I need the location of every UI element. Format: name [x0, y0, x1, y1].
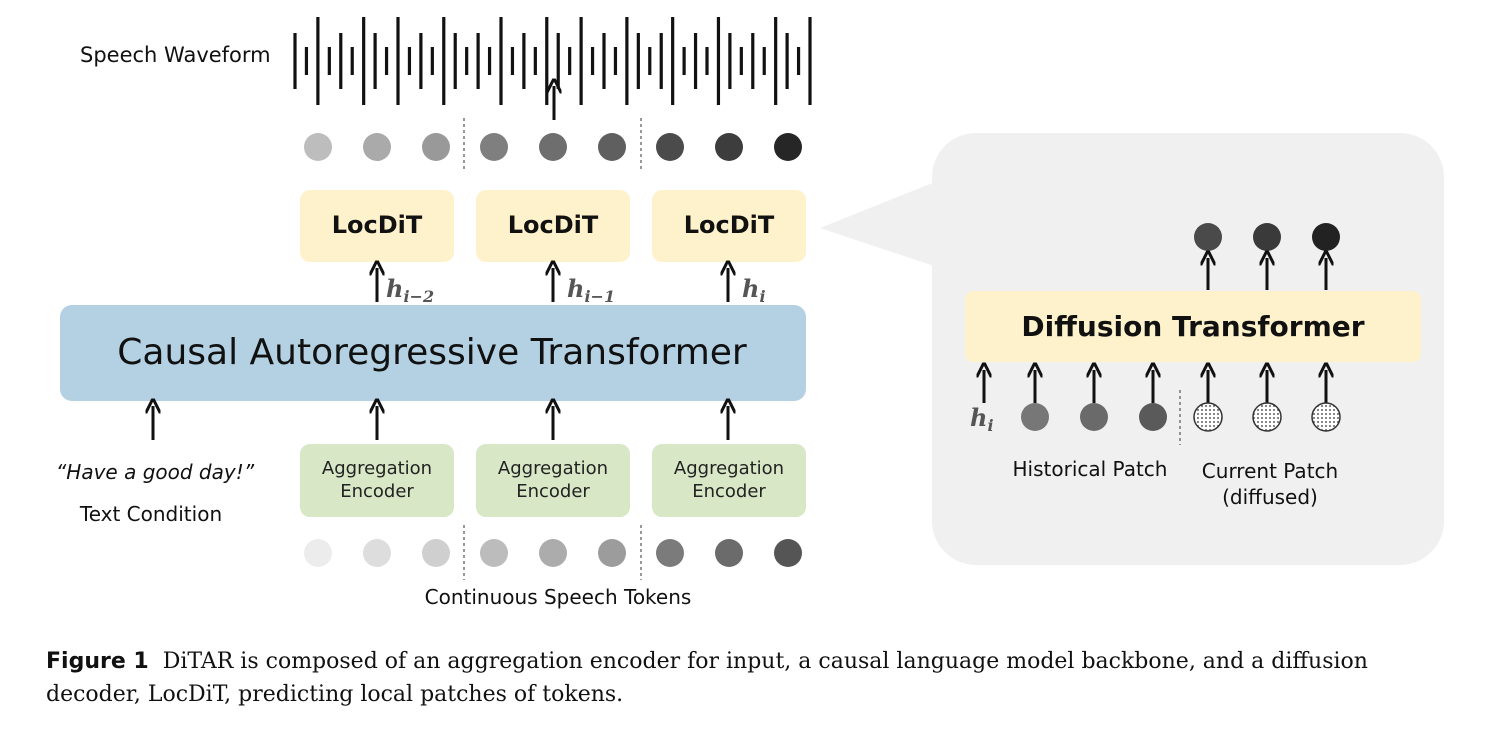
output-token-row: [304, 133, 802, 161]
speech-token: [774, 539, 802, 567]
current-patch-tokens: [1193, 402, 1341, 432]
speech-token: [422, 133, 450, 161]
waveform-label: Speech Waveform: [80, 43, 271, 67]
callout-pointer: [820, 180, 940, 268]
locdit-block: LocDiT: [652, 190, 806, 262]
historical-token: [1080, 403, 1108, 431]
speech-token: [480, 539, 508, 567]
panel-output-tokens: [1194, 223, 1340, 251]
input-token-row: [304, 539, 802, 567]
historical-patch-tokens: [1021, 403, 1167, 431]
encoder-label-line1: Aggregation: [498, 458, 608, 479]
speech-token: [715, 539, 743, 567]
diffused-token: [1252, 402, 1282, 432]
figure-caption: Figure 1 DiTAR is composed of an aggrega…: [46, 645, 1456, 711]
hidden-state-label: hi−2: [386, 274, 434, 306]
historical-token: [1139, 403, 1167, 431]
speech-token: [480, 133, 508, 161]
encoder-label-line1: Aggregation: [674, 458, 784, 479]
speech-token: [539, 539, 567, 567]
encoder-box: [476, 444, 630, 517]
encoder-label-line1: Aggregation: [322, 458, 432, 479]
speech-token: [774, 133, 802, 161]
locdit-box: [476, 190, 630, 262]
locdit-block: LocDiT: [300, 190, 454, 262]
backbone-label: Causal Autoregressive Transformer: [117, 332, 747, 373]
backbone-box: [60, 305, 806, 401]
speech-token: [363, 133, 391, 161]
speech-token: [656, 133, 684, 161]
speech-token: [656, 539, 684, 567]
speech-token: [363, 539, 391, 567]
diagram-canvas: Speech Waveform LocDiT LocDiT LocDiT hi−…: [56, 17, 1444, 609]
historical-token: [1021, 403, 1049, 431]
locdit-label: LocDiT: [508, 211, 599, 239]
input-tokens-label: Continuous Speech Tokens: [425, 585, 692, 609]
figure-label: Figure 1: [46, 649, 149, 674]
hidden-state-label: hi: [742, 274, 766, 306]
text-condition-quote: “Have a good day!”: [56, 460, 255, 484]
locdit-label: LocDiT: [332, 211, 423, 239]
aggregation-encoder: Aggregation Encoder: [652, 444, 806, 517]
speech-token: [598, 539, 626, 567]
encoder-box: [652, 444, 806, 517]
locdit-box: [300, 190, 454, 262]
current-patch-sublabel: (diffused): [1222, 485, 1318, 509]
encoder-label-line2: Encoder: [692, 481, 766, 502]
encoder-label-line2: Encoder: [516, 481, 590, 502]
aggregation-encoder: Aggregation Encoder: [476, 444, 630, 517]
predicted-token: [1253, 223, 1281, 251]
aggregation-encoder: Aggregation Encoder: [300, 444, 454, 517]
predicted-token: [1194, 223, 1222, 251]
encoder-label-line2: Encoder: [340, 481, 414, 502]
encoder-box: [300, 444, 454, 517]
locdit-label: LocDiT: [684, 211, 775, 239]
speech-token: [539, 133, 567, 161]
historical-patch-label: Historical Patch: [1013, 457, 1168, 481]
speech-token: [715, 133, 743, 161]
panel-hidden-state-label: hi: [970, 403, 994, 435]
diffused-token: [1193, 402, 1223, 432]
locdit-box: [652, 190, 806, 262]
diffusion-transformer-box: [965, 291, 1421, 362]
caption-text: DiTAR is composed of an aggregation enco…: [46, 649, 1368, 707]
speech-token: [422, 539, 450, 567]
locdit-block: LocDiT: [476, 190, 630, 262]
speech-token: [598, 133, 626, 161]
current-patch-label: Current Patch: [1202, 459, 1338, 483]
diffused-token: [1311, 402, 1341, 432]
text-condition-label: Text Condition: [79, 502, 222, 526]
predicted-token: [1312, 223, 1340, 251]
speech-token: [304, 133, 332, 161]
speech-token: [304, 539, 332, 567]
hidden-state-label: hi−1: [567, 274, 615, 306]
diffusion-transformer-label: Diffusion Transformer: [1021, 310, 1364, 343]
